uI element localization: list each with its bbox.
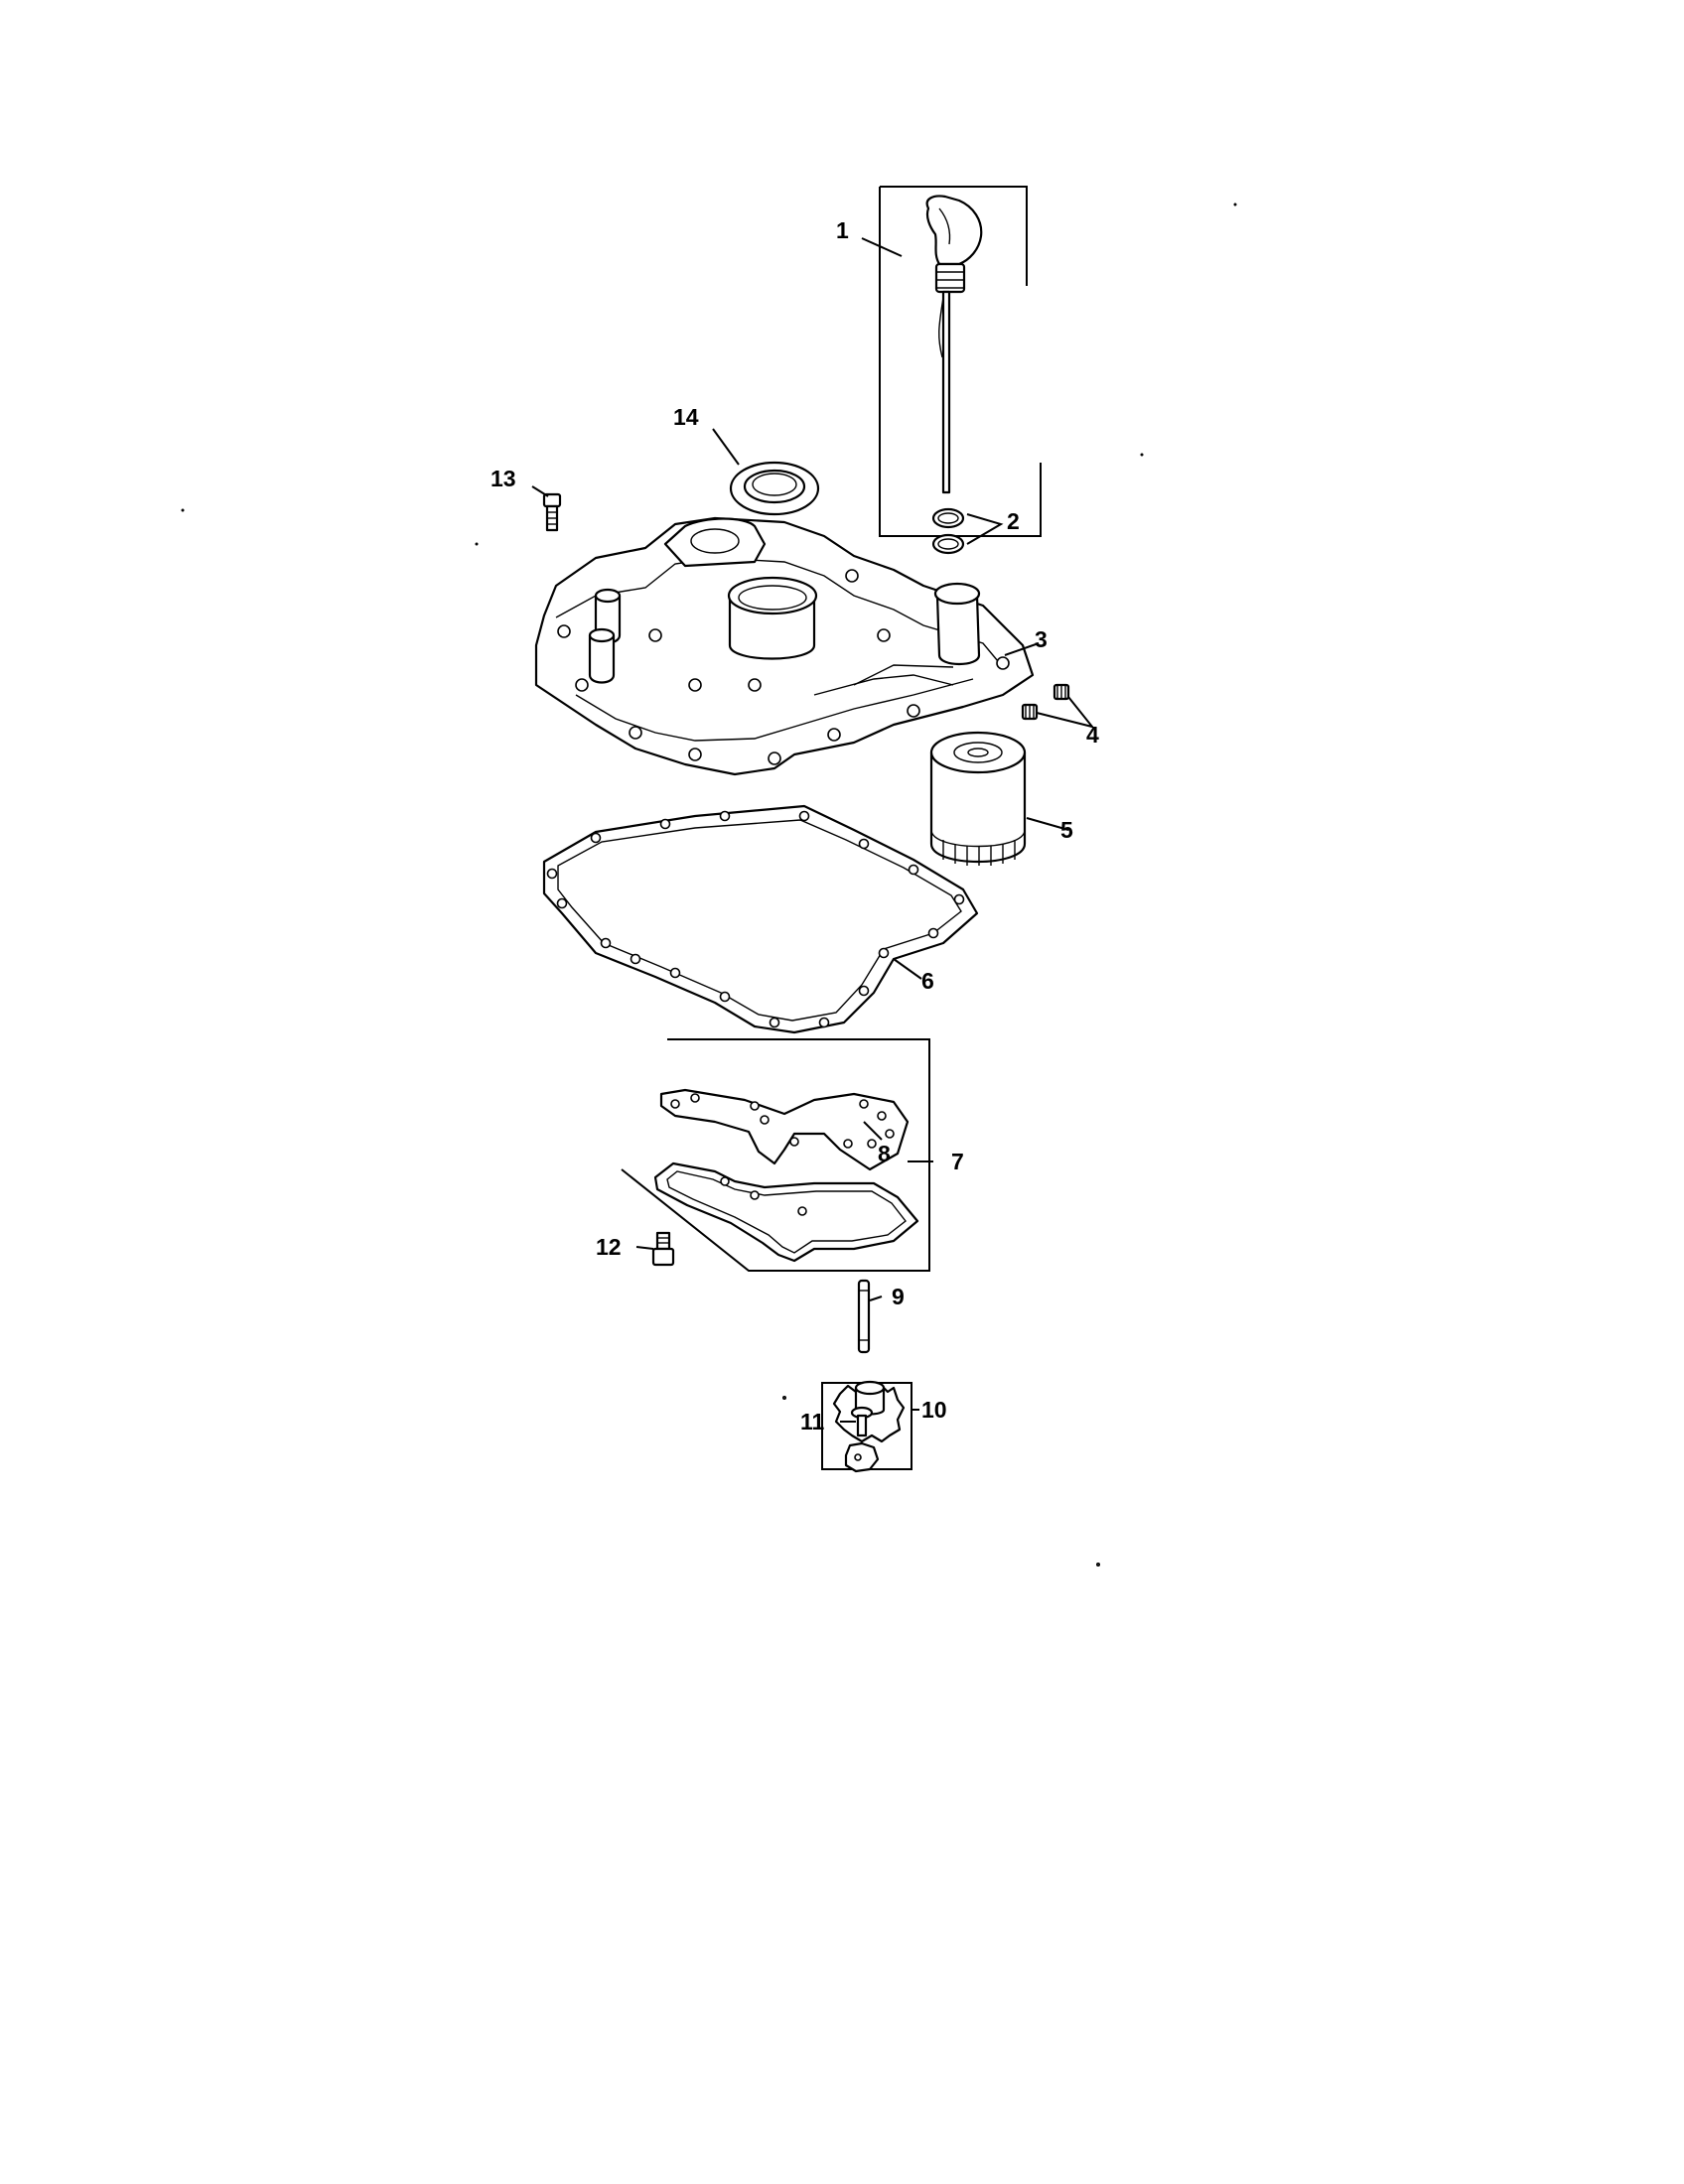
bolt-lower (651, 1231, 675, 1267)
plate-kit (621, 1038, 930, 1272)
callout-5: 5 (1060, 817, 1073, 843)
callout-8: 8 (878, 1141, 891, 1166)
dipstick (879, 186, 1042, 537)
plugs (1021, 683, 1070, 721)
bolt-upper (542, 492, 562, 532)
callout-2: 2 (1007, 508, 1020, 534)
callout-3: 3 (1035, 626, 1048, 652)
oil-seal (729, 461, 820, 516)
shaft (857, 1279, 871, 1354)
callout-1: 1 (836, 217, 849, 243)
scan-specks (181, 203, 1237, 1567)
callout-9: 9 (892, 1284, 905, 1309)
closure-plate (534, 516, 1035, 776)
callout-6: 6 (921, 968, 934, 994)
o-rings (931, 507, 965, 555)
leader-lines (531, 237, 1095, 1423)
callout-7: 7 (951, 1149, 964, 1174)
callout-labels: 1 2 3 4 5 6 7 8 9 10 11 12 13 14 (491, 217, 1099, 1434)
callout-14: 14 (673, 404, 699, 430)
callout-11: 11 (800, 1409, 825, 1434)
oil-filter (929, 731, 1027, 866)
callout-12: 12 (596, 1234, 622, 1260)
gasket (542, 804, 979, 1034)
callout-10: 10 (921, 1397, 947, 1423)
gear-kit (821, 1380, 912, 1473)
callout-4: 4 (1086, 722, 1099, 748)
callout-13: 13 (491, 466, 516, 491)
